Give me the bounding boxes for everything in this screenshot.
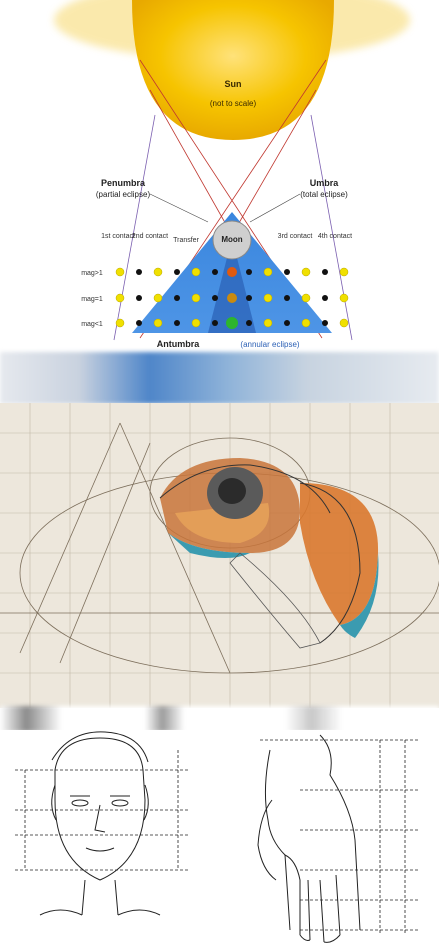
mag-label-2: mag=1 <box>81 296 103 303</box>
mag-label-1: mag>1 <box>81 270 103 277</box>
antumbra-title: Antumbra <box>157 339 200 349</box>
sun-disc <box>132 0 334 140</box>
contact-2nd: 2nd contact <box>132 233 168 240</box>
antumbra-note: (annular eclipse) <box>240 340 299 349</box>
blurred-strip <box>0 706 439 732</box>
shell-sketch <box>0 403 439 708</box>
contact-3rd: 3rd contact <box>278 233 313 240</box>
sun-note: (not to scale) <box>210 99 257 108</box>
hand-sketch <box>258 735 360 942</box>
eclipse-diagram-svg: Sun (not to scale) Penumbra (partial ecl… <box>0 0 439 355</box>
transfer-label: Transfer <box>173 237 199 244</box>
proportion-sketches <box>0 730 439 946</box>
shell-sketch-svg <box>0 403 439 708</box>
sun-title: Sun <box>225 79 242 89</box>
proportion-sketches-svg <box>0 730 439 946</box>
face-sketch <box>40 732 160 915</box>
umbra-title: Umbra <box>310 178 340 188</box>
blurred-band <box>0 352 439 404</box>
face-guides <box>15 750 190 870</box>
leader-lines <box>150 194 300 222</box>
penumbra-title: Penumbra <box>101 178 146 188</box>
umbra-note: (total eclipse) <box>300 190 348 199</box>
contact-1st: 1st contact <box>101 233 135 240</box>
mag-label-3: mag<1 <box>81 321 103 328</box>
hand-guides <box>260 740 420 935</box>
penumbra-note: (partial eclipse) <box>96 190 151 199</box>
eclipse-diagram: Sun (not to scale) Penumbra (partial ecl… <box>0 0 439 355</box>
contact-4th: 4th contact <box>318 233 352 240</box>
moon-label: Moon <box>221 235 242 244</box>
